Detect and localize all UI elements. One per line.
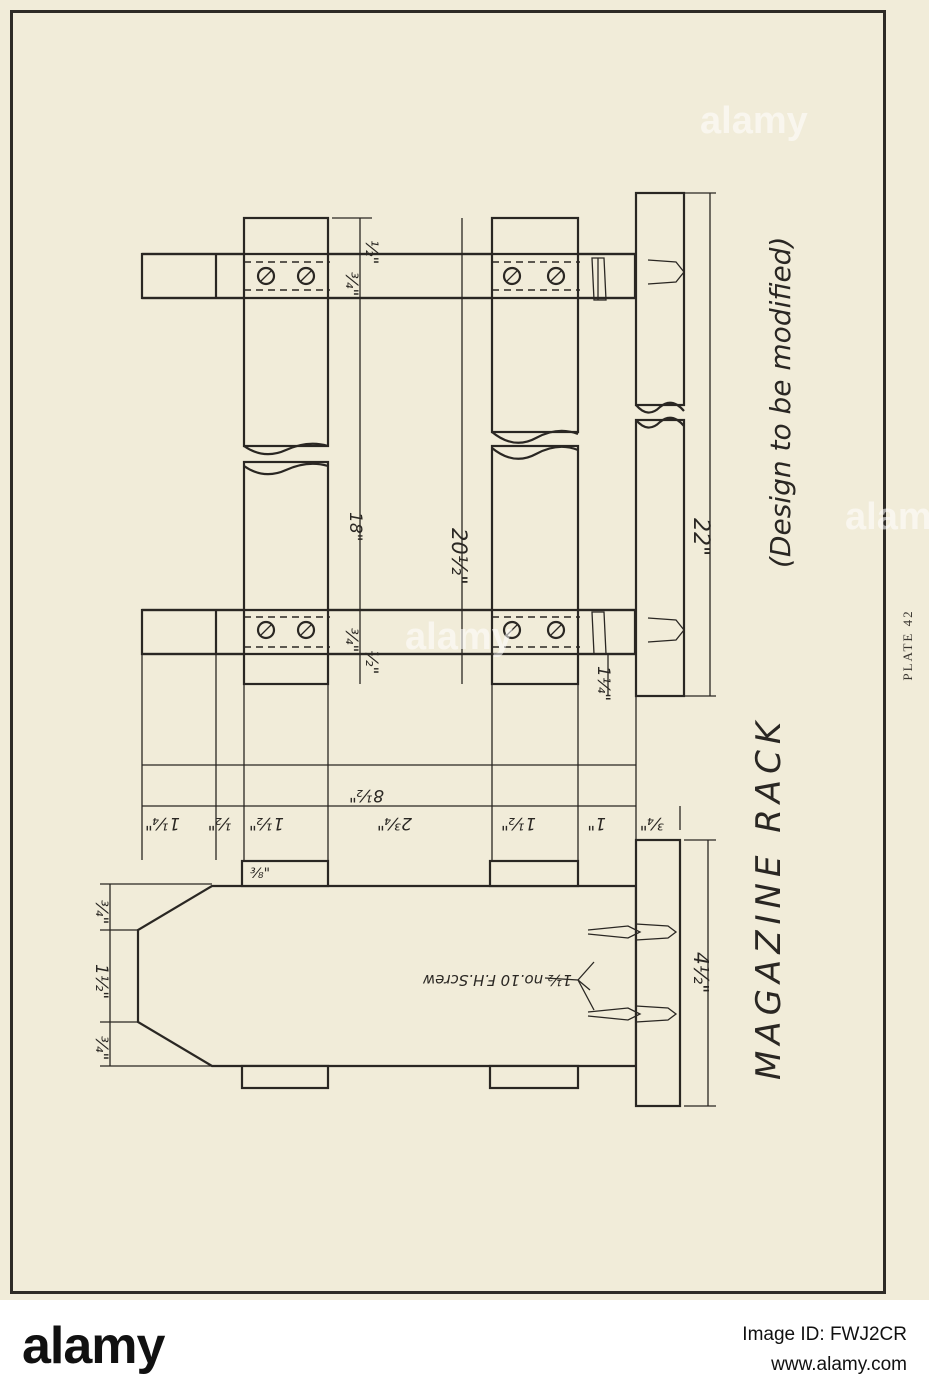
screw-heads — [256, 266, 566, 640]
end-slat-top — [240, 859, 330, 888]
dim-half-top: ½" — [361, 240, 381, 264]
dim-two-three-quarter: 2¾" — [377, 813, 412, 833]
dim-three-quarter-top: ¾" — [341, 272, 361, 296]
dim-end-one-half: 1½" — [91, 964, 111, 999]
dim-eighteen: 18" — [345, 512, 365, 541]
dim-one-half: 1½" — [249, 813, 284, 833]
dim-four-half: 4½" — [689, 952, 713, 993]
dim-end-three-quarter-top: ¾" — [91, 900, 111, 924]
base-board-upper — [634, 191, 686, 407]
middle-slat-lower — [490, 444, 580, 686]
dim-one-quarter: 1¼" — [593, 666, 613, 701]
watermark: alamy — [845, 496, 929, 538]
magazine-rack-drawing: ½" ¾" 18" ¾" ½" 20½" 22" 1¼" 8½" 1¼" ½" … — [91, 191, 797, 1108]
dim-one-half-2: 1½" — [501, 813, 536, 833]
screw-note: 1½ no.10 F.H.Screw — [422, 971, 572, 989]
end-slat-bottom-left — [240, 1064, 330, 1090]
end-slat-mid — [488, 859, 580, 888]
base-board-lower — [634, 418, 686, 698]
site-url: www.alamy.com — [771, 1354, 907, 1375]
dim-one-quarter-2: 1¼" — [145, 813, 180, 833]
dim-twenty-two: 22" — [688, 518, 713, 556]
watermark: alamy — [700, 100, 808, 142]
plate-border — [10, 10, 886, 1294]
middle-slat-upper — [490, 216, 580, 434]
end-slat-bottom-right — [488, 1064, 580, 1090]
dim-half-2: ½" — [208, 813, 232, 833]
watermark: alamy — [405, 616, 513, 658]
end-base — [634, 838, 682, 1108]
footer-bar: alamy Image ID: FWJ2CR www.alamy.com — [0, 1300, 929, 1390]
extension-lines — [141, 654, 681, 860]
top-slat-lower — [242, 460, 330, 686]
dim-eight-half: 8½" — [349, 785, 384, 805]
plate-label: PLATE 42 — [900, 609, 915, 681]
drawing-title: MAGAZINE RACK — [749, 716, 789, 1080]
image-id: Image ID: FWJ2CR — [742, 1324, 907, 1345]
footer-info: Image ID: FWJ2CR www.alamy.com — [742, 1320, 907, 1380]
dim-three-quarter-bottom: ¾" — [341, 628, 361, 652]
footer-logo: alamy — [22, 1317, 165, 1375]
dim-three-quarter-3: ¾" — [640, 813, 664, 833]
dim-end-three-quarter-bottom: ¾" — [91, 1036, 111, 1060]
drawing-subtitle: (Design to be modified) — [764, 237, 797, 568]
dim-three-eighths: ⅜" — [250, 866, 270, 882]
dim-twenty-half: 20½" — [447, 528, 471, 585]
dim-half-bottom: ½" — [361, 650, 381, 674]
top-slat-upper — [242, 216, 330, 448]
dim-one: 1" — [587, 813, 606, 833]
